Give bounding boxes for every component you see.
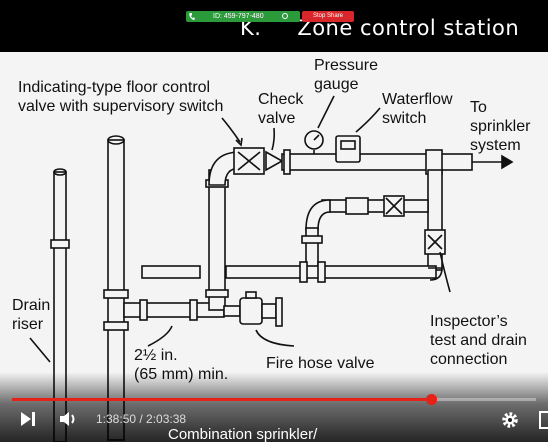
label-drain-riser: Drain riser <box>12 297 51 333</box>
phone-icon <box>189 13 195 20</box>
miniplayer-icon[interactable] <box>538 410 548 430</box>
caption-text: Combination sprinkler/ <box>168 426 318 442</box>
label-fire-hose-valve: Fire hose valve <box>266 355 375 372</box>
meeting-id-pill: ID: 459-797-480 <box>186 11 300 22</box>
settings-gear-icon[interactable] <box>500 410 520 430</box>
label-check-valve: Check valve <box>258 91 304 127</box>
label-inspectors-test: Inspector’s test and drain connection <box>430 313 527 368</box>
volume-icon[interactable] <box>58 410 80 428</box>
slide-title: K. Zone control station <box>240 16 520 40</box>
controls-gradient <box>0 372 548 442</box>
slide-title-bar: K. Zone control station <box>0 0 548 52</box>
scrubber-handle[interactable] <box>426 394 438 405</box>
screen-share-bar: ID: 459-797-480 Stop Share <box>186 11 354 22</box>
stop-share-button[interactable]: Stop Share <box>302 11 354 22</box>
label-waterflow-switch: Waterflow switch <box>382 91 453 127</box>
progress-fill <box>12 398 432 401</box>
meeting-id-text: ID: 459-797-480 <box>213 13 264 20</box>
status-icon <box>282 13 288 19</box>
progress-bar[interactable] <box>12 394 536 405</box>
label-floor-control-valve: Indicating-type floor control valve with… <box>18 79 224 115</box>
time-display: 1:38:50 / 2:03:38 <box>96 412 187 426</box>
label-to-sprinkler-system: To sprinkler system <box>470 99 531 154</box>
play-icon[interactable] <box>18 410 36 428</box>
label-pressure-gauge: Pressure gauge <box>314 57 379 93</box>
